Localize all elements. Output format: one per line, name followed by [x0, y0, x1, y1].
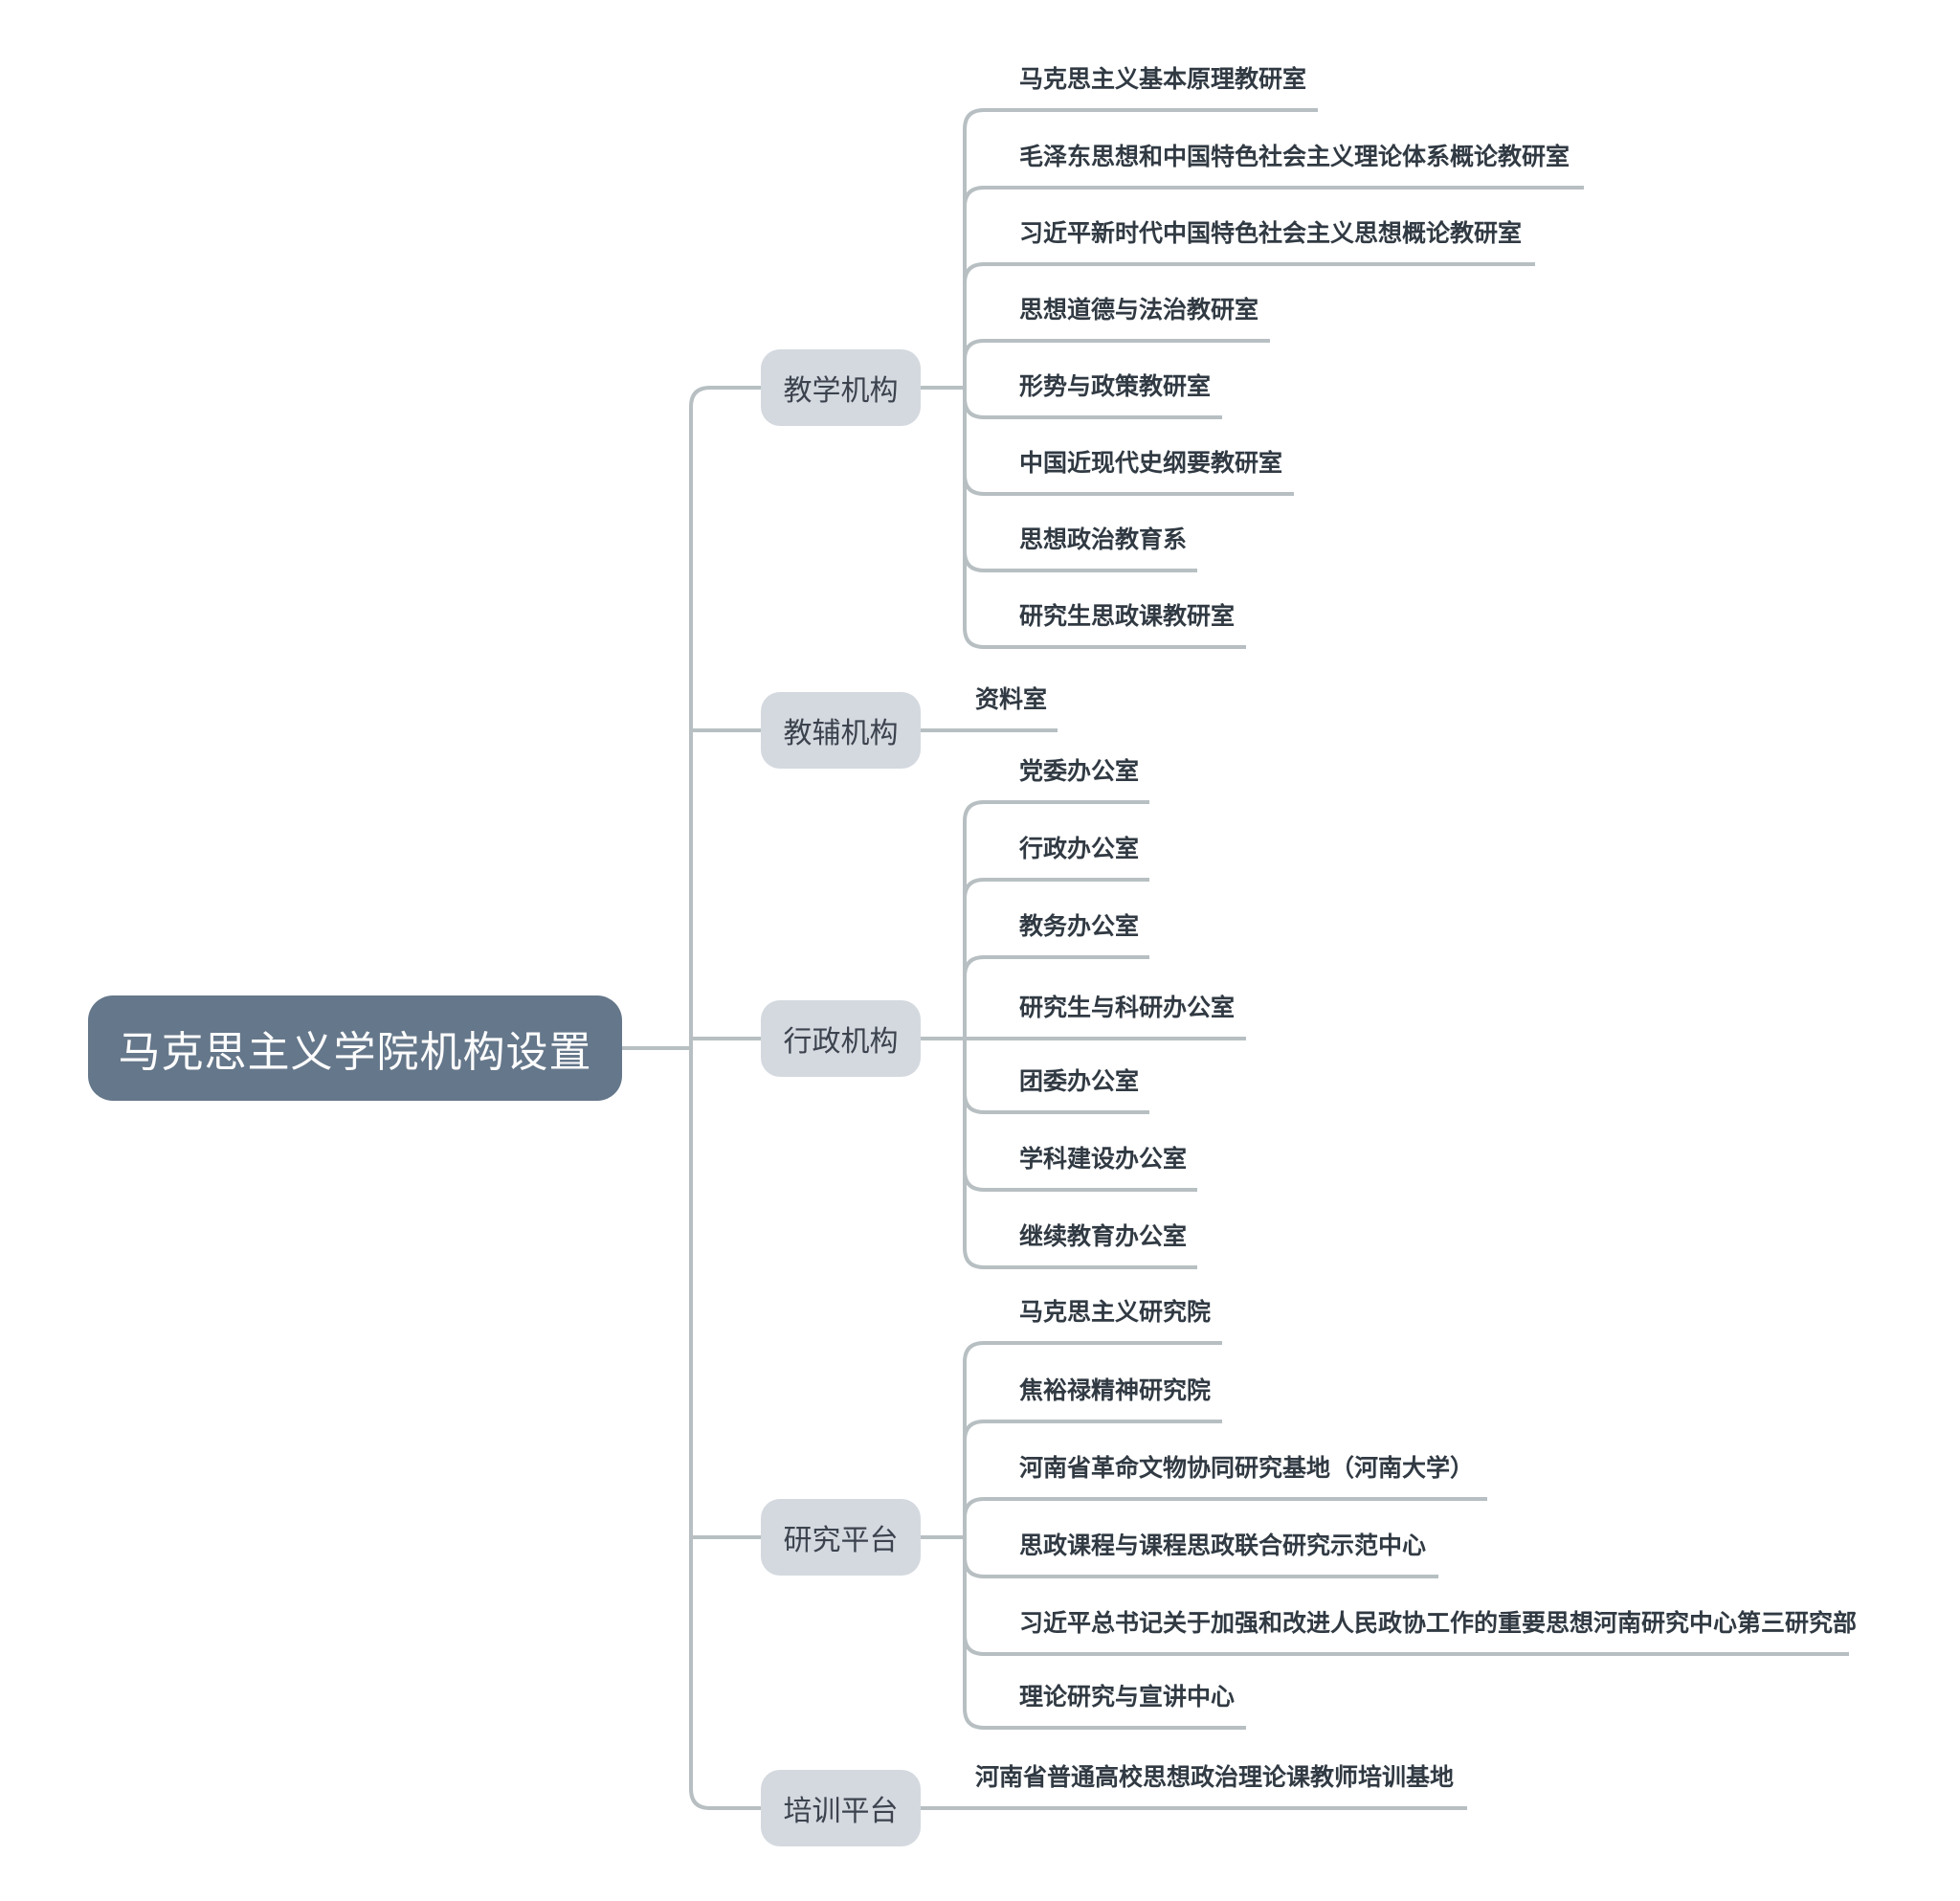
leaf-topic: 中国近现代史纲要教研室	[1019, 450, 1282, 477]
leaf-topic: 思想道德与法治教研室	[1019, 297, 1258, 324]
leaf-topic: 习近平新时代中国特色社会主义思想概论教研室	[1019, 220, 1522, 247]
leaf-topic: 教务办公室	[1019, 913, 1139, 940]
branch-topic-research: 研究平台	[761, 1499, 921, 1576]
branch-topic-auxiliary: 教辅机构	[761, 692, 921, 769]
root-topic: 马克思主义学院机构设置	[88, 995, 622, 1101]
leaf-topic: 思政课程与课程思政联合研究示范中心	[1019, 1532, 1426, 1559]
leaf-topic: 研究生思政课教研室	[1019, 603, 1235, 630]
branch-topic-administrative: 行政机构	[761, 1000, 921, 1077]
leaf-topic: 团委办公室	[1019, 1068, 1139, 1095]
leaf-topic: 马克思主义研究院	[1019, 1299, 1211, 1326]
leaf-topic: 理论研究与宣讲中心	[1019, 1684, 1235, 1711]
leaf-topic: 河南省革命文物协同研究基地（河南大学）	[1019, 1455, 1474, 1482]
leaf-topic: 河南省普通高校思想政治理论课教师培训基地	[975, 1764, 1454, 1791]
branch-topic-teaching: 教学机构	[761, 349, 921, 426]
leaf-topic: 学科建设办公室	[1019, 1146, 1187, 1173]
branch-topic-training: 培训平台	[761, 1770, 921, 1846]
leaf-topic: 毛泽东思想和中国特色社会主义理论体系概论教研室	[1019, 144, 1570, 170]
leaf-topic: 思想政治教育系	[1019, 526, 1187, 553]
leaf-topic: 形势与政策教研室	[1019, 373, 1211, 400]
leaf-topic: 习近平总书记关于加强和改进人民政协工作的重要思想河南研究中心第三研究部	[1019, 1610, 1857, 1637]
leaf-topic: 资料室	[975, 686, 1047, 713]
leaf-topic: 焦裕禄精神研究院	[1019, 1377, 1211, 1404]
leaf-topic: 研究生与科研办公室	[1019, 995, 1235, 1021]
leaf-topic: 继续教育办公室	[1019, 1223, 1187, 1250]
leaf-topic: 党委办公室	[1019, 758, 1139, 785]
leaf-topic: 行政办公室	[1019, 836, 1139, 862]
leaf-topic: 马克思主义基本原理教研室	[1019, 66, 1306, 93]
